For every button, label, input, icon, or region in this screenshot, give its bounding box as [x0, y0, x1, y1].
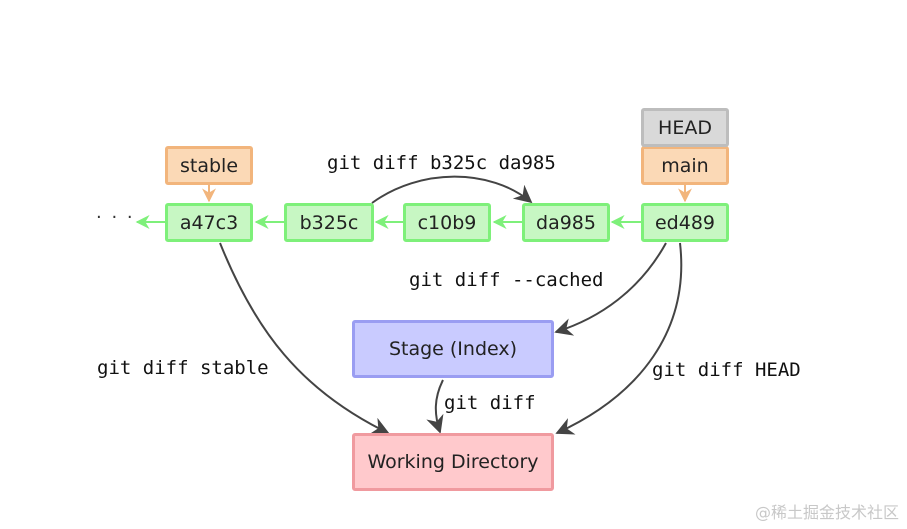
commit-b325c[interactable]: b325c	[284, 203, 374, 242]
commit-a47c3[interactable]: a47c3	[165, 203, 253, 242]
arrow-diff-stable	[219, 242, 390, 434]
label-git-diff-cached: git diff --cached	[409, 269, 604, 291]
label-git-diff-stable: git diff stable	[97, 357, 269, 379]
history-ellipsis: · · ·	[96, 207, 135, 228]
commit-da985[interactable]: da985	[522, 203, 610, 242]
label-git-diff-head: git diff HEAD	[652, 359, 801, 381]
watermark: @稀土掘金技术社区	[754, 503, 899, 522]
commit-c10b9[interactable]: c10b9	[403, 203, 491, 242]
arrow-diff	[426, 379, 444, 434]
arrow-diff-cached	[554, 242, 667, 336]
branch-main[interactable]: main	[641, 146, 729, 185]
label-git-diff-b325c-da985: git diff b325c da985	[327, 152, 556, 174]
working-directory[interactable]: Working Directory	[352, 433, 554, 491]
stage-index[interactable]: Stage (Index)	[352, 320, 554, 378]
arrow-diff-head	[555, 242, 683, 435]
head-pointer[interactable]: HEAD	[641, 108, 729, 147]
branch-stable[interactable]: stable	[165, 146, 253, 185]
arrow-diff-b325c-da985	[371, 175, 533, 204]
commit-ed489[interactable]: ed489	[641, 203, 729, 242]
label-git-diff: git diff	[444, 392, 536, 414]
